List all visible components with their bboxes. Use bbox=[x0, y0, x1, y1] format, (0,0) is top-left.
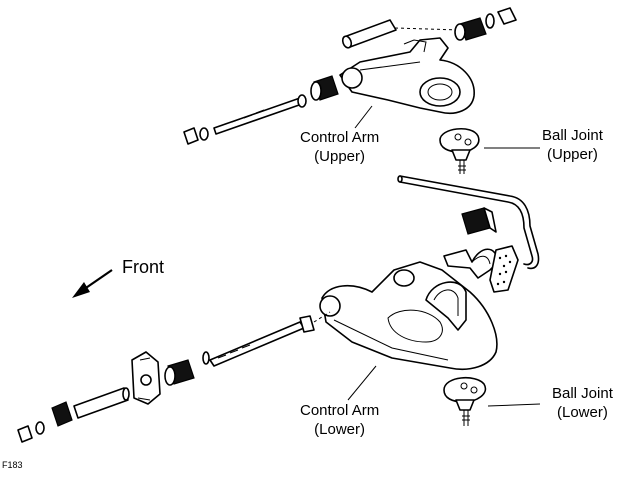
front-label: Front bbox=[122, 257, 165, 277]
label-control-arm-upper-line1: Control Arm bbox=[300, 129, 380, 146]
label-control-arm-lower: Control Arm (Lower) bbox=[300, 401, 379, 439]
front-arrow-icon bbox=[72, 269, 113, 298]
label-ball-joint-lower-line1: Ball Joint bbox=[552, 385, 613, 402]
label-ball-joint-upper: Ball Joint (Upper) bbox=[542, 126, 603, 164]
stabilizer-bar bbox=[397, 175, 540, 270]
lower-washer-small bbox=[202, 351, 210, 365]
label-control-arm-upper-line2: (Upper) bbox=[314, 148, 366, 165]
label-ball-joint-upper-line1: Ball Joint bbox=[542, 127, 603, 144]
upper-washer bbox=[199, 127, 209, 141]
stabilizer-bracket bbox=[443, 248, 499, 279]
lower-washer bbox=[35, 421, 45, 435]
upper-nut bbox=[183, 127, 199, 145]
upper-control-arm-shape bbox=[339, 37, 475, 114]
stabilizer-bushing bbox=[461, 207, 497, 235]
lower-ball-joint-shape bbox=[443, 377, 487, 426]
upper-bushing-left bbox=[310, 75, 339, 101]
label-control-arm-upper: Control Arm (Upper) bbox=[300, 128, 379, 166]
leader-control-arm-upper bbox=[354, 105, 373, 129]
lower-bushing-left bbox=[51, 401, 73, 427]
label-ball-joint-lower-line2: (Lower) bbox=[557, 404, 608, 421]
lower-bolt bbox=[209, 315, 315, 367]
leader-control-arm-lower bbox=[347, 365, 377, 401]
figure-code: F183 bbox=[2, 460, 23, 470]
upper-ball-joint-shape bbox=[439, 128, 480, 174]
upper-bushing-right bbox=[454, 7, 517, 41]
lower-nut bbox=[17, 425, 33, 443]
stabilizer-pad bbox=[489, 245, 519, 293]
label-control-arm-lower-line1: Control Arm bbox=[300, 402, 380, 419]
leader-ball-joint-lower bbox=[487, 403, 541, 407]
upper-pin bbox=[341, 19, 397, 49]
label-ball-joint-lower: Ball Joint (Lower) bbox=[552, 384, 613, 422]
lower-cam-plate bbox=[131, 351, 161, 405]
label-ball-joint-upper-line2: (Upper) bbox=[547, 146, 598, 163]
lower-bushing bbox=[164, 359, 195, 386]
lower-pipe bbox=[73, 387, 130, 419]
lower-control-arm-shape bbox=[319, 261, 498, 370]
upper-bolt bbox=[213, 94, 307, 135]
label-control-arm-lower-line2: (Lower) bbox=[314, 421, 366, 438]
